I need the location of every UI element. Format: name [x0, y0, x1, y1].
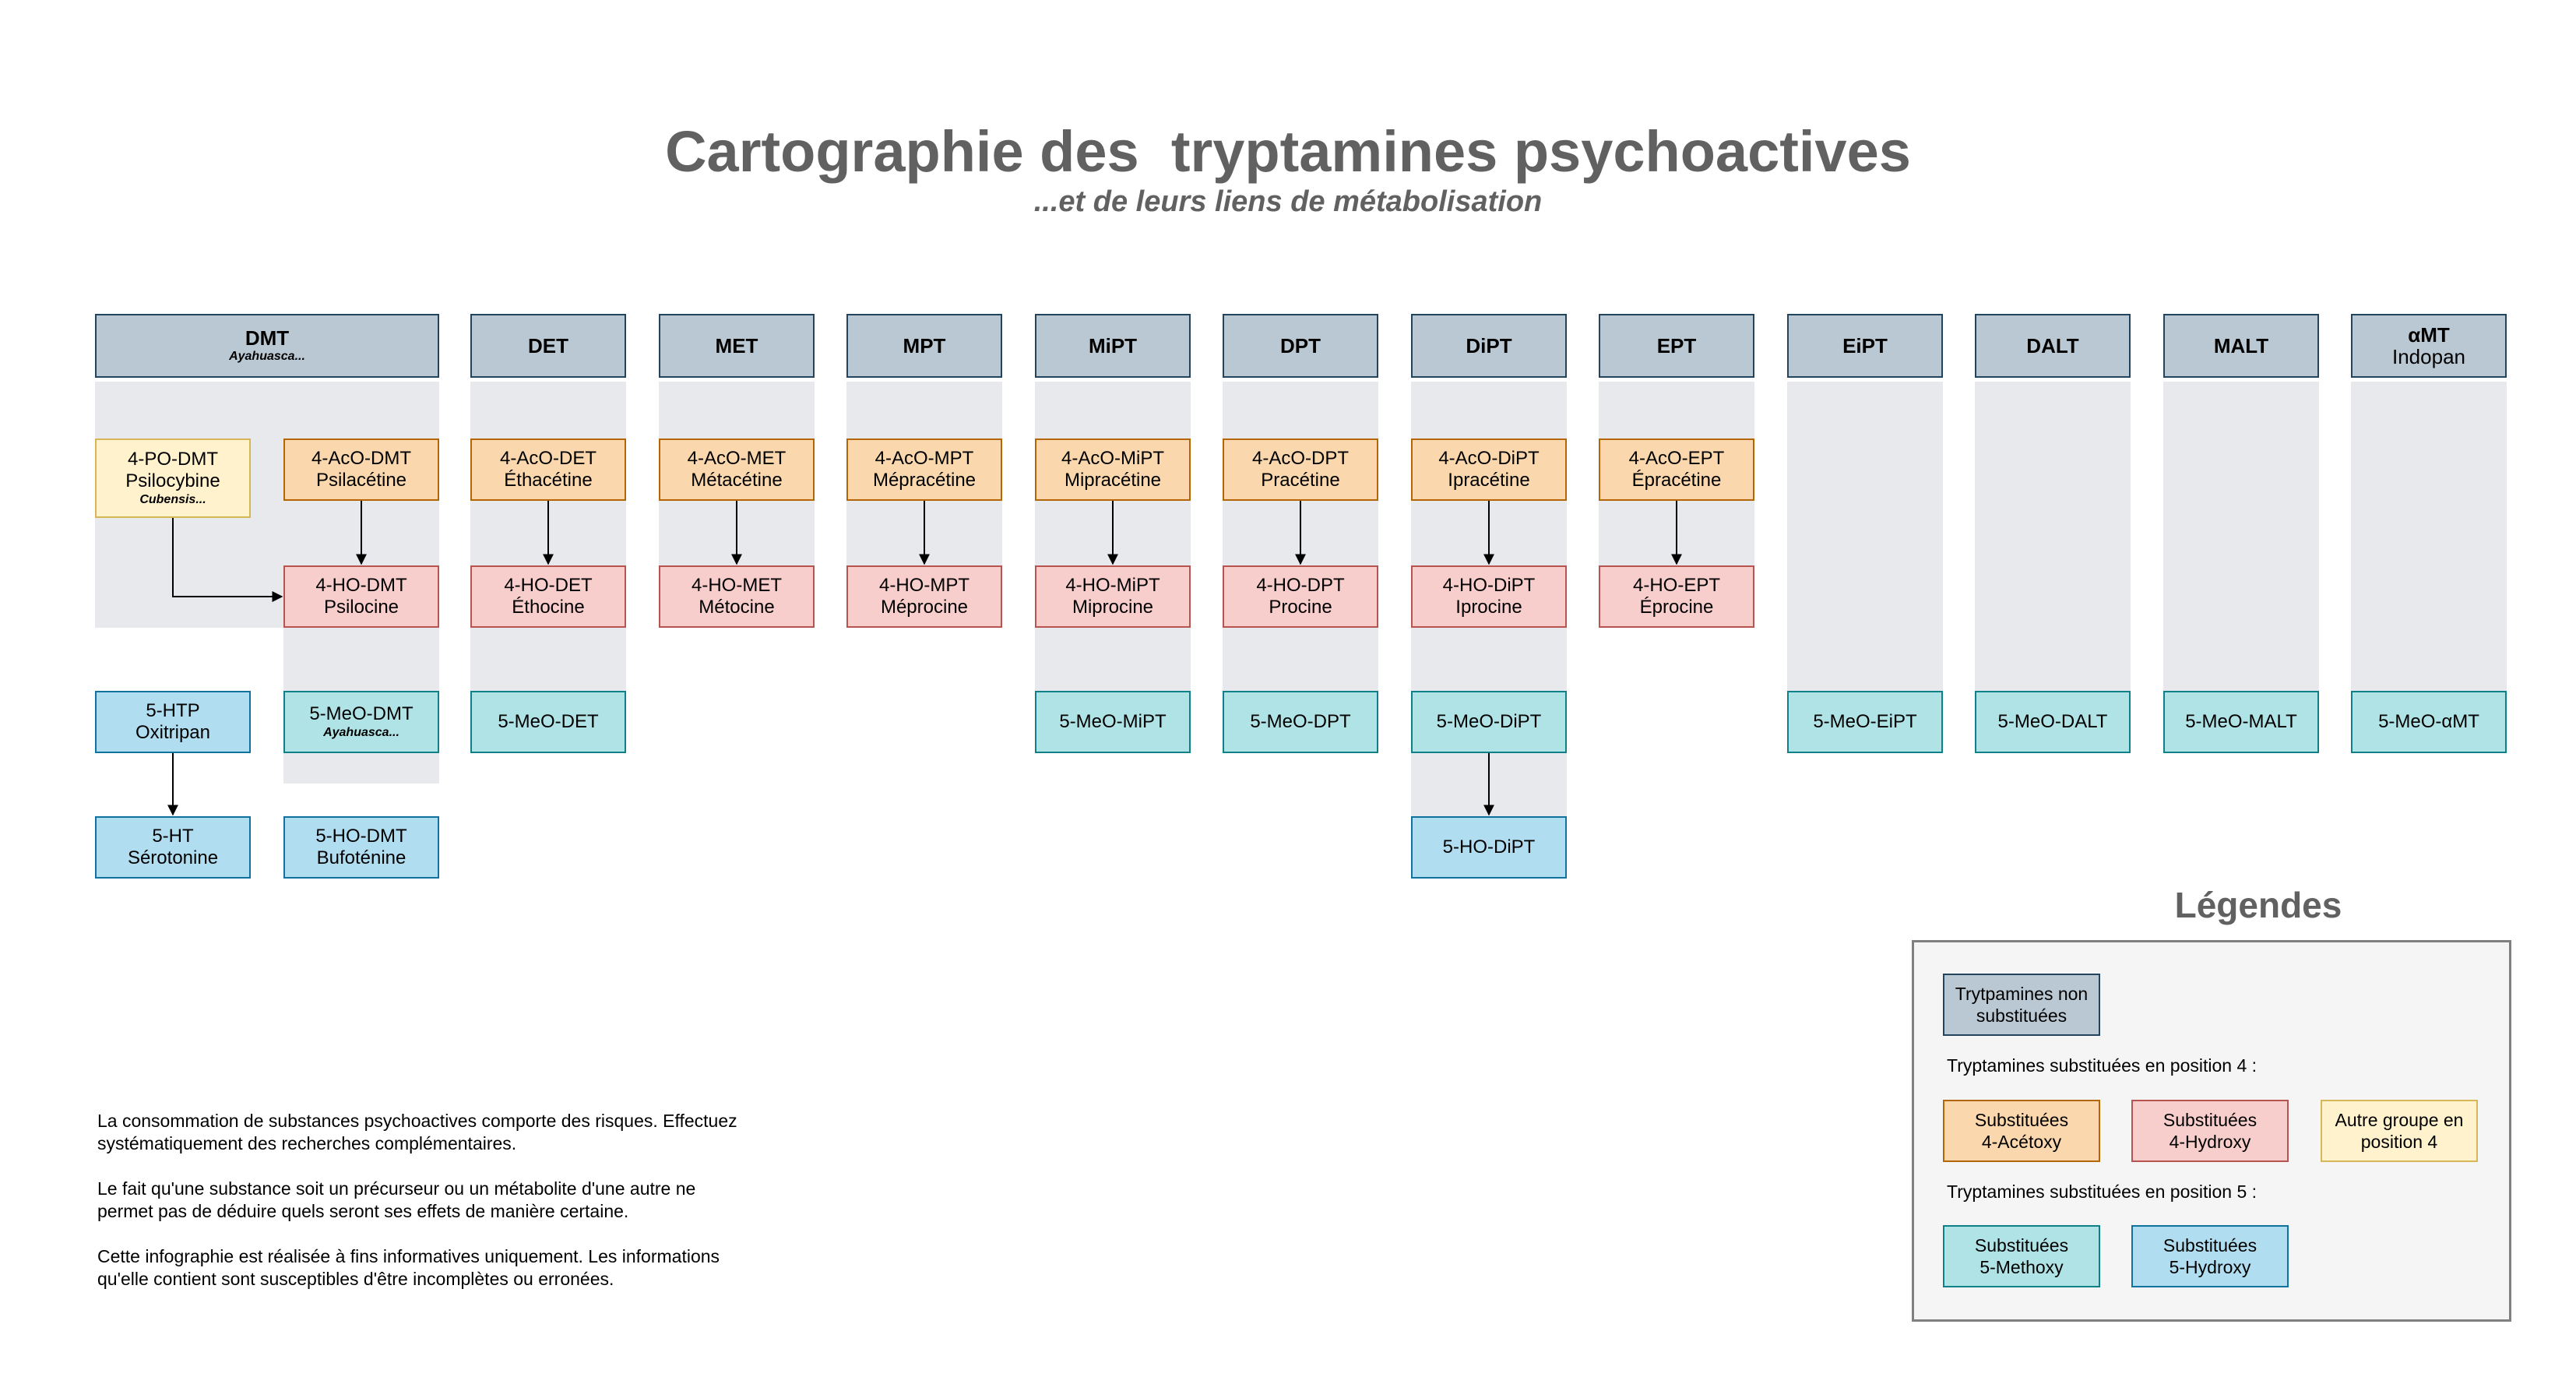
column-background-dalt [1975, 382, 2131, 693]
disclaimer-paragraph: La consommation de substances psychoacti… [97, 1111, 737, 1153]
compound-5-meo-mipt: 5-MeO-MiPT [1035, 691, 1191, 753]
arrow-po-dmt-to-ho-dmt [172, 518, 283, 602]
compound-5-meo-det: 5-MeO-DET [470, 691, 626, 753]
compound-4-po-dmt: 4-PO-DMT Psilocybine Cubensis... [95, 438, 251, 518]
column-background-eipt [1787, 382, 1943, 693]
legend-title: Légendes [2174, 885, 2342, 925]
header-dipt: DiPT [1411, 314, 1567, 378]
disclaimer-notes: La consommation de substances psychoacti… [97, 1110, 751, 1313]
header-mpt: MPT [846, 314, 1002, 378]
header-eipt: EiPT [1787, 314, 1943, 378]
compound-5-meo-amt: 5-MeO-αMT [2351, 691, 2507, 753]
column-background-malt [2163, 382, 2319, 693]
header-malt: MALT [2163, 314, 2319, 378]
header-det: DET [470, 314, 626, 378]
header-dmt: DMT Ayahuasca... [95, 314, 439, 378]
header-met: MET [659, 314, 815, 378]
compound-5-meo-dipt: 5-MeO-DiPT [1411, 691, 1567, 753]
header-ept: EPT [1599, 314, 1754, 378]
compound-5-meo-dalt: 5-MeO-DALT [1975, 691, 2131, 753]
page-subtitle: ...et de leurs liens de métabolisation [1033, 185, 1543, 218]
page-title: Cartographie des tryptamines psychoactiv… [665, 119, 1911, 184]
disclaimer-paragraph: Cette infographie est réalisée à fins in… [97, 1246, 720, 1289]
column-background-amt [2351, 382, 2507, 693]
compound-5-meo-dpt: 5-MeO-DPT [1223, 691, 1378, 753]
legend-label-position-5: Tryptamines substituées en position 5 : [1947, 1182, 2258, 1202]
compound-5-meo-malt: 5-MeO-MALT [2163, 691, 2319, 753]
compound-5-ho-dipt: 5-HO-DiPT [1411, 816, 1567, 879]
header-mipt: MiPT [1035, 314, 1191, 378]
compound-5-meo-eipt: 5-MeO-EiPT [1787, 691, 1943, 753]
disclaimer-paragraph: Le fait qu'une substance soit un précurs… [97, 1178, 696, 1221]
header-amt: αMT Indopan [2351, 314, 2507, 378]
header-dalt: DALT [1975, 314, 2131, 378]
legend-label-position-4: Tryptamines substituées en position 4 : [1947, 1055, 2258, 1076]
header-dpt: DPT [1223, 314, 1378, 378]
